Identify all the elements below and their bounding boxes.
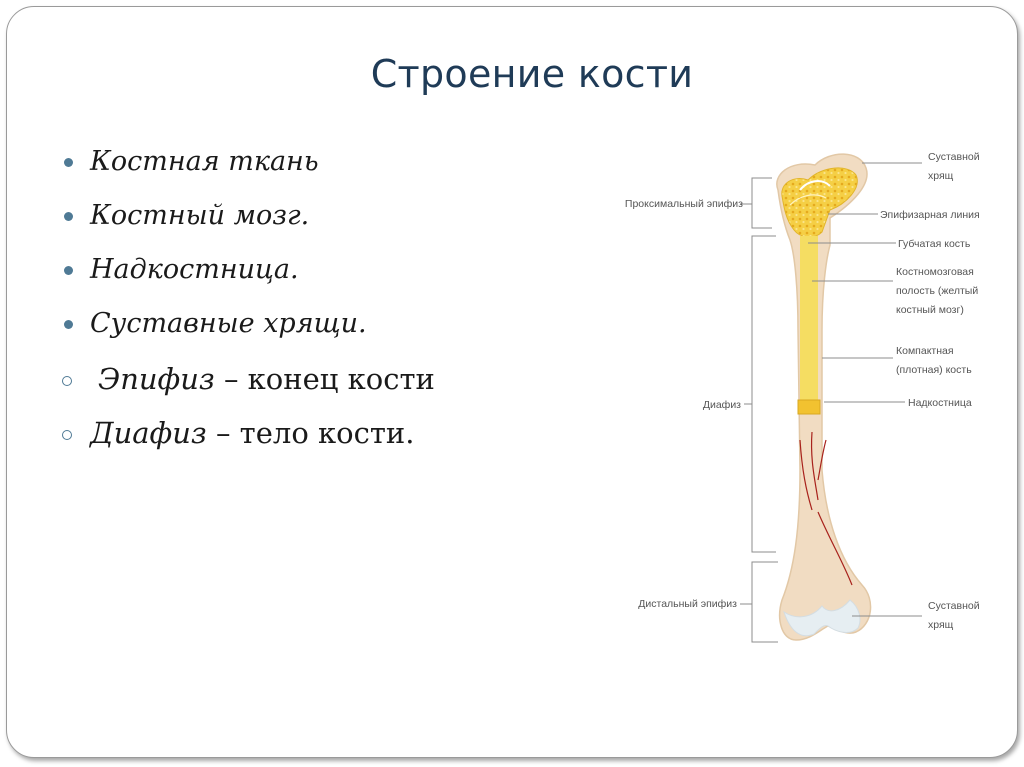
sub-bullet-term: Эпифиз (98, 362, 215, 396)
bullet-ring-icon (62, 376, 72, 386)
label-marrow-cavity: Костномозговая (896, 266, 974, 278)
sub-bullet-rest: – конец кости (214, 362, 435, 396)
bullet-text: Костная ткань (90, 146, 319, 177)
label-marrow-cavity: полость (желтый (896, 285, 978, 297)
bullet-dot-icon (64, 212, 73, 221)
bullet-dot-icon (64, 266, 73, 275)
sub-bullet-rest: – тело кости. (206, 416, 415, 450)
label-epiphyseal-line: Эпифизарная линия (880, 209, 980, 221)
label-periosteum: Надкостница (908, 397, 972, 409)
label-proximal-epiphysis: Проксимальный эпифиз (625, 198, 743, 210)
bullet-ring-icon (62, 430, 72, 440)
sub-bullet-text: Диафиз – тело кости. (90, 416, 414, 450)
label-articular-cartilage-bottom: хрящ (928, 619, 954, 631)
slide-title: Строение кости (370, 52, 694, 96)
label-compact-bone: (плотная) кость (896, 364, 972, 376)
bullet-text: Костный мозг. (90, 200, 310, 231)
right-leader-lines (808, 162, 922, 617)
label-articular-cartilage-top: хрящ (928, 170, 954, 182)
bullet-text: Надкостница. (90, 254, 299, 285)
label-articular-cartilage-bottom: Суставной (928, 600, 980, 612)
sub-bullet-term: Диафиз (90, 416, 207, 450)
label-spongy-bone: Губчатая кость (898, 238, 971, 250)
label-articular-cartilage-top: Суставной (928, 151, 980, 163)
sub-bullet-text: Эпифиз – конец кости (98, 362, 435, 396)
bullet-text: Суставные хрящи. (90, 308, 367, 339)
label-diaphysis: Диафиз (703, 399, 741, 411)
label-distal-epiphysis: Дистальный эпифиз (638, 598, 737, 610)
marrow-cavity (797, 236, 821, 415)
bullet-dot-icon (64, 320, 73, 329)
spongy-bone-region (781, 167, 858, 238)
label-compact-bone: Компактная (896, 345, 954, 357)
bullet-dot-icon (64, 158, 73, 167)
blood-vessels (799, 431, 853, 586)
left-brackets (740, 177, 778, 643)
label-marrow-cavity: костный мозг) (896, 304, 964, 316)
